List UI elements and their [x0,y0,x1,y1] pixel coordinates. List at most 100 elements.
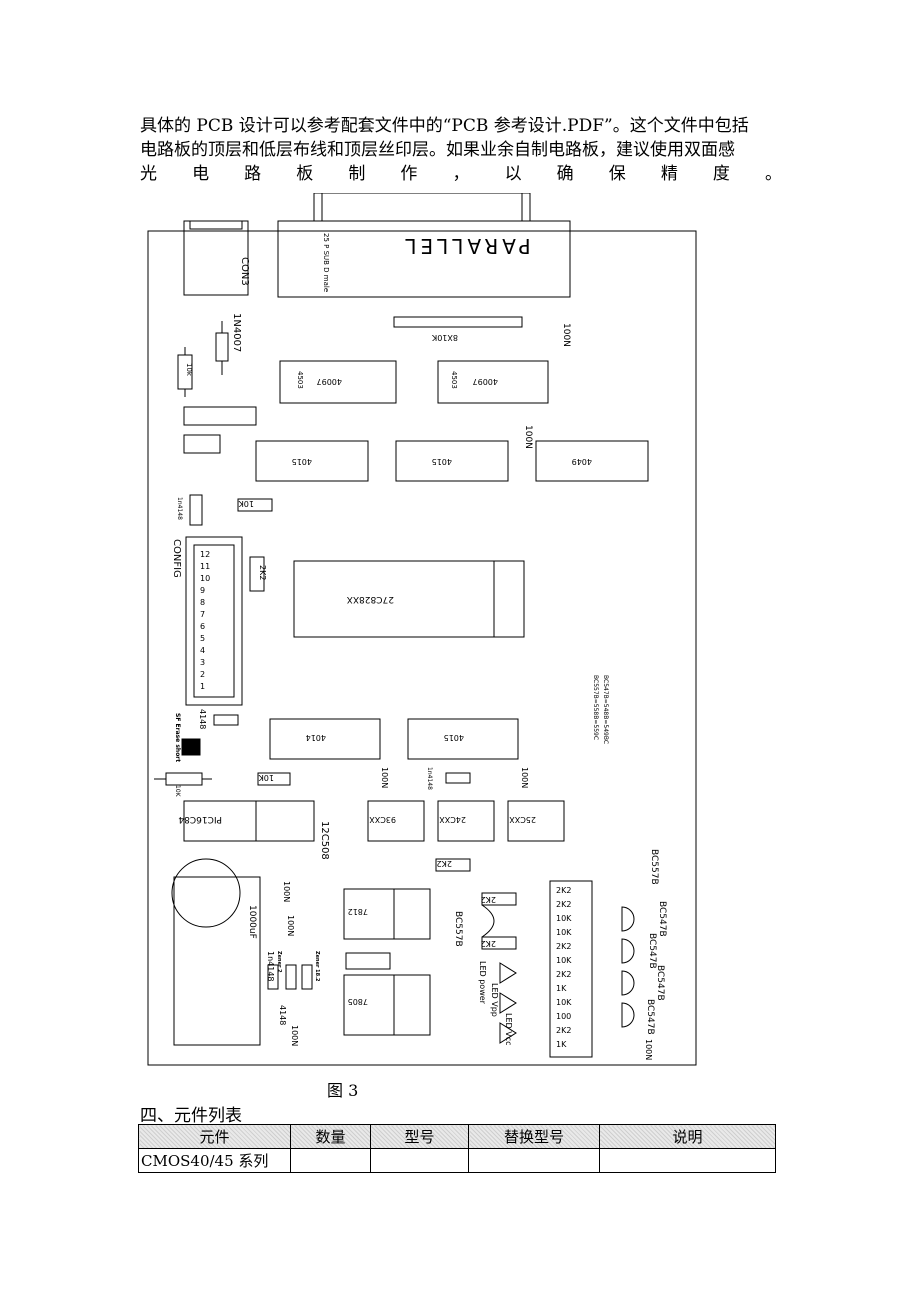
label-bc547b-a: BC547B [657,901,667,937]
config-number: 3 [200,658,205,667]
label-100n-d: 100N [520,767,529,788]
right-resistor-label: 10K [556,998,572,1007]
parts-table: 元件 数量 型号 替换型号 说明 CMOS40/45 系列 [138,1124,776,1173]
slide-switch-1 [183,406,257,426]
label-bc547b-c: BC547B [655,965,665,1001]
table-header-row: 元件 数量 型号 替换型号 说明 [138,1124,776,1149]
label-bc-note-2: BC547B=548B=549BC [602,675,609,744]
figure-caption: 图 3 [327,1081,359,1100]
label-bc-note-1: BC557B=558B=559C [592,675,599,740]
table-cell [370,1148,469,1173]
right-resistor-label: 2K2 [556,886,571,895]
label-1n4148-b: 1n4148 [426,767,433,790]
config-dip-switch [185,536,243,706]
ic-25cxx [507,800,565,842]
ic-4015-c [407,718,519,760]
label-100n-g: 100N [290,1025,299,1046]
label-27c: 27C828XX [347,594,394,604]
right-resistor-label: 2K2 [556,942,571,951]
label-1000uf: 1000uF [247,905,257,939]
config-number: 11 [200,562,210,571]
label-4503-b: 4503 [450,371,458,389]
pcb-silkscreen-figure: 2K2 2K2 10K 10K 2K2 10K 2K2 1K 10K 100 2… [147,193,697,1066]
label-4015-a: 4015 [292,457,312,466]
label-bc557b-a: BC557B [453,911,463,947]
config-numbers: 12 11 10 9 8 7 6 5 4 3 2 1 [200,550,210,691]
label-pic16c84: PIC16C84 [178,814,222,824]
label-led-power: LED power [478,961,487,1005]
label-parallel: PARALLEL [401,234,530,258]
table-cell [599,1148,776,1173]
intro-line-2: 电路板的顶层和低层布线和顶层丝印层。如果业余自制电路板，建议使用双面感 [140,140,735,160]
label-config: CONFIG [171,539,182,578]
label-7812: 7812 [348,907,368,916]
config-number: 6 [200,622,205,631]
label-1n4148-a: 1n4148 [176,497,183,520]
label-10k-d: 10K [258,773,274,782]
right-resistor-label: 1K [556,1040,567,1049]
right-resistor-label: 2K2 [556,970,571,979]
label-100n-a: 100N [561,323,571,347]
label-40097-a: 40097 [317,377,342,386]
label-zener2: Zener 2 [276,951,282,973]
slide-switch-2 [183,434,221,454]
label-2k2-a: 2K2 [258,565,267,580]
label-7805: 7805 [348,997,368,1006]
label-4014: 4014 [306,733,326,742]
label-zener182: Zener 18.2 [314,951,320,982]
config-number: 10 [200,574,210,583]
config-number: 7 [200,610,205,619]
regulator-7805 [343,974,431,1036]
table-row: CMOS40/45 系列 [138,1148,776,1173]
capacitor-1000uf [171,858,241,928]
config-number: 4 [200,646,205,655]
label-bc557b-b: BC557B [649,849,659,885]
ic-40097-a [279,360,397,404]
transistor-bc547b [621,970,635,996]
column-header-notes: 说明 [599,1124,776,1149]
con3-connector [183,220,249,296]
label-bc547b-d: BC547B [645,999,655,1035]
parallel-connector [277,220,571,298]
label-con3: CON3 [239,257,250,286]
ic-93cxx [367,800,425,842]
label-sf-erase: SF Erase short [174,713,181,762]
label-1n4148-c: 1n4148 [266,951,275,982]
resistor-network [393,316,523,328]
column-header-model: 型号 [370,1124,469,1149]
label-24cxx: 24CXX [439,815,466,824]
table-cell: CMOS40/45 系列 [138,1148,291,1173]
right-resistor-label: 2K2 [556,900,571,909]
label-subd: 25 P SUB D male [322,233,330,292]
label-100n-f: 100N [286,915,295,936]
column-header-quantity: 数量 [290,1124,371,1149]
config-number: 5 [200,634,205,643]
config-number: 8 [200,598,205,607]
label-1n4007: 1N4007 [231,313,242,352]
section-title: 四、元件列表 [140,1106,242,1126]
regulator-7812 [343,888,431,940]
erase-jumper [181,738,201,756]
label-4148: 4148 [198,709,207,729]
label-led-vcc: LED Vcc [504,1013,513,1045]
label-2k2-b: 2K2 [437,859,452,868]
board-outline [147,230,697,1066]
right-resistor-label: 2K2 [556,1026,571,1035]
ic-4049 [535,440,649,482]
label-10k-top: 10k [185,363,193,377]
label-led-vpp: LED Vpp [490,983,499,1017]
label-100n-h: 100N [644,1039,653,1060]
table-cell [290,1148,371,1173]
right-resistor-label: 10K [556,928,572,937]
ic-4014 [269,718,381,760]
label-2k2-c: 2K2 [481,895,496,904]
right-resistor-label: 10K [556,956,572,965]
label-12c508: 12C508 [319,821,330,860]
ic-24cxx [437,800,495,842]
intro-line-1: 具体的 PCB 设计可以参考配套文件中的“PCB 参考设计.PDF”。这个文件中… [140,116,749,136]
label-4015-b: 4015 [432,457,452,466]
label-10k-b: 10K [238,499,254,508]
resistor-stack [549,880,593,1058]
label-4503-a: 4503 [296,371,304,389]
transistor-bc547b [621,938,635,964]
